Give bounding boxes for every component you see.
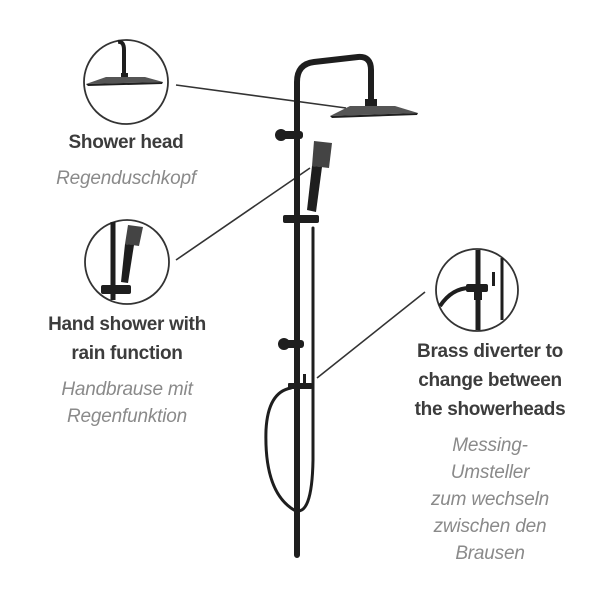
feature-title-en-line2: rain function [71, 343, 183, 364]
feature-title-en-line2: change between [418, 370, 562, 391]
leader-lines [175, 84, 426, 379]
feature-title-en-line3: the showerheads [414, 399, 566, 420]
feature-title-de-line3: zum wechseln [431, 489, 549, 510]
feature-title-de-line2: Regenfunktion [67, 406, 187, 427]
leader-line-shower-head [175, 84, 347, 109]
feature-title-en: Shower head [68, 132, 184, 153]
feature-shower-head: Shower head Regenduschkopf [40, 128, 212, 192]
detail-circle-shower-head [83, 39, 169, 125]
detail-circle-diverter [435, 248, 519, 332]
feature-hand-shower: Hand shower with rain function Handbraus… [22, 310, 232, 430]
feature-title-de: Regenduschkopf [56, 168, 196, 189]
detail-circle-hand-shower [84, 219, 170, 305]
feature-title-de-line5: Brausen [455, 543, 525, 564]
feature-brass-diverter: Brass diverter to change between the sho… [390, 337, 590, 567]
feature-title-de-line2: Umsteller [450, 462, 530, 483]
feature-title-en-line1: Hand shower with [48, 314, 206, 335]
feature-title-de-line4: zwischen den [433, 516, 547, 537]
feature-title-en-line1: Brass diverter to [417, 341, 563, 362]
hand-shower-icon [283, 141, 332, 223]
diverter-icon [288, 374, 312, 395]
rain-shower-head-icon [330, 99, 418, 118]
wall-bracket-lower [278, 338, 304, 350]
wall-bracket-upper [275, 129, 303, 141]
feature-title-de-line1: Messing- [452, 435, 528, 456]
leader-line-diverter [316, 291, 426, 379]
leader-line-hand-shower [175, 167, 311, 261]
feature-title-de-line1: Handbrause mit [61, 379, 193, 400]
shower-column [264, 53, 374, 558]
